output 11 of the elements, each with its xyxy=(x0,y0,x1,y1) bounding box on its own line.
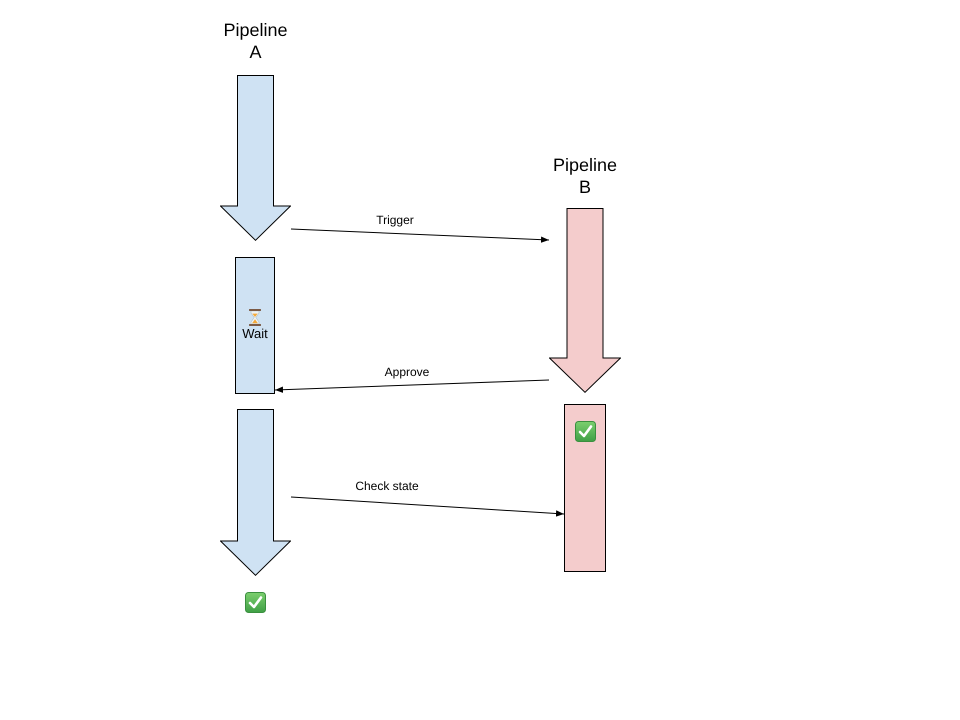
process-box xyxy=(235,257,275,394)
arrow xyxy=(290,496,564,517)
edge-label: Trigger xyxy=(374,213,416,227)
status-box xyxy=(564,404,606,572)
step-label: Wait xyxy=(242,326,268,342)
column-heading: Pipeline A xyxy=(222,19,289,63)
edge-label: Approve xyxy=(382,365,432,379)
arrow xyxy=(274,380,550,393)
arrow xyxy=(290,228,550,243)
column-heading: Pipeline B xyxy=(552,154,618,198)
edge-label: Check state xyxy=(353,479,421,493)
